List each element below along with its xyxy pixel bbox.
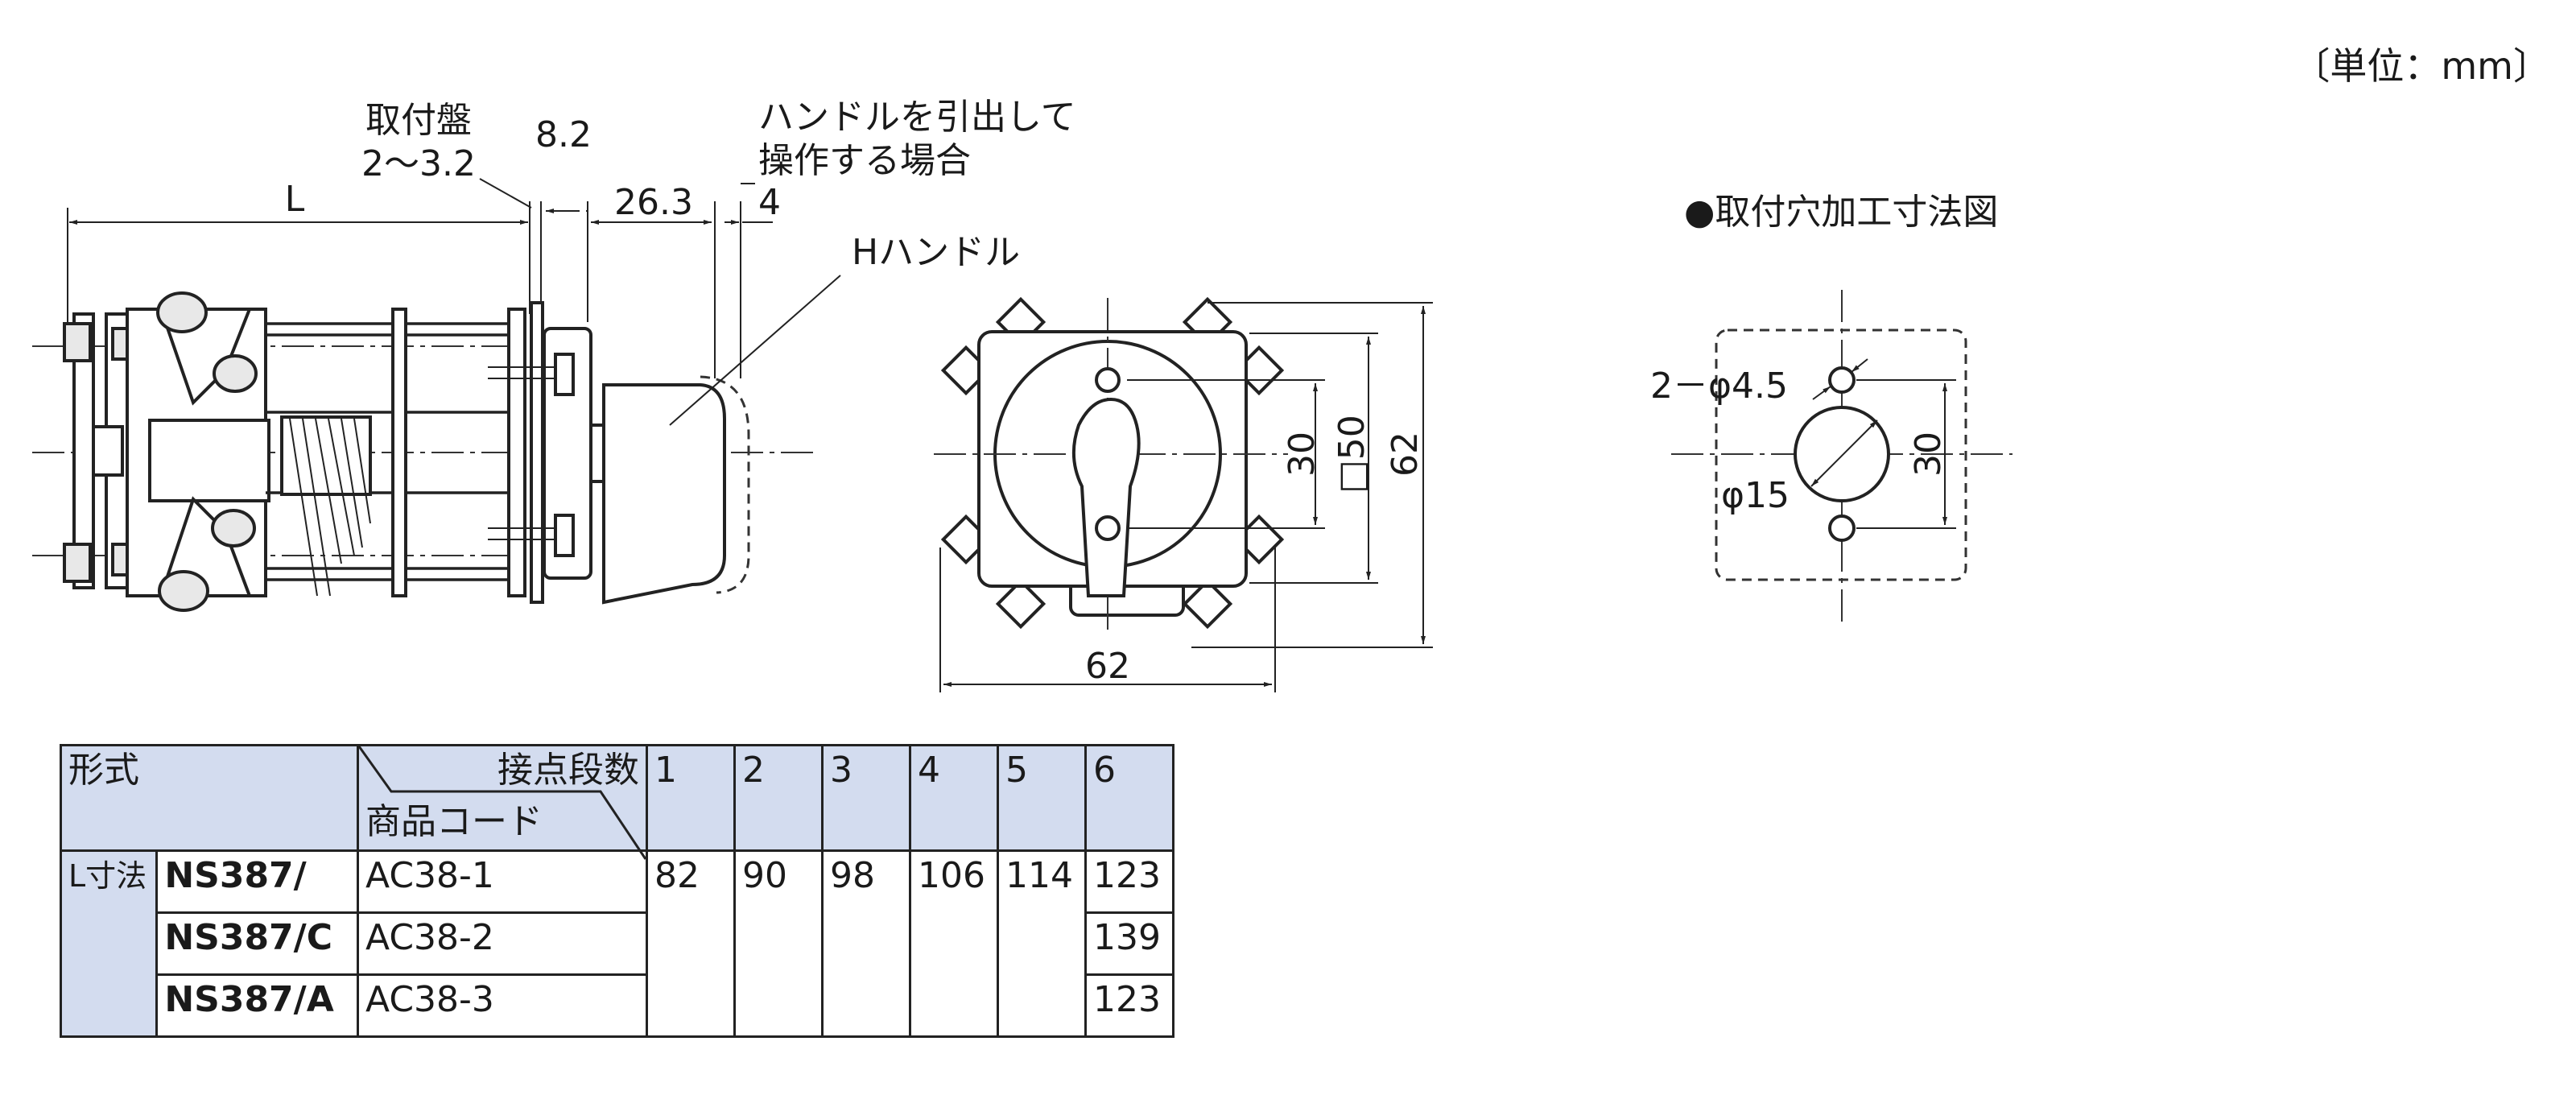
unit-label: 〔単位：mm〕	[2293, 44, 2550, 88]
header-diagonal	[357, 746, 647, 860]
dim-4: 4	[758, 182, 781, 223]
dim-30-front: 30	[1282, 432, 1323, 477]
hole-large-label: φ15	[1721, 475, 1790, 516]
dim-sq50: □50	[1331, 415, 1373, 494]
pull-note-1: ハンドルを引出して	[758, 97, 1076, 138]
front-view: 30 □50 62 62	[934, 296, 1433, 692]
dim-62-vertical: 62	[1385, 432, 1426, 477]
L-stage-6-row3: 123	[1084, 973, 1174, 1038]
L-stage-4: 106	[909, 849, 999, 1038]
handle-label: Hハンドル	[852, 232, 1020, 273]
dim-8-2: 8.2	[535, 114, 592, 155]
L-stage-2: 90	[733, 849, 824, 1038]
row-group-label: L寸法	[59, 849, 159, 1038]
panel-label-2: 2～3.2	[361, 143, 476, 184]
dim-62-horizontal: 62	[1085, 646, 1130, 687]
header-contacts-text: 接点段数	[497, 750, 639, 791]
code-3: AC38-3	[357, 973, 648, 1038]
header-contacts: 接点段数	[357, 744, 648, 860]
hole-diagram: ●取付穴加工寸法図 30 2－φ4.5 φ15	[1650, 192, 2013, 623]
L-stage-6-row1: 123	[1084, 849, 1174, 914]
hole-diagram-title: ●取付穴加工寸法図	[1684, 192, 1998, 233]
hole-dim-30: 30	[1908, 432, 1949, 477]
L-stage-3: 98	[821, 849, 911, 1038]
L-stage-5: 114	[997, 849, 1087, 1038]
dim-26-3: 26.3	[614, 182, 693, 223]
spec-table: 形式 接点段数 1 2 3 4 5 6 商品コード L寸法 NS387/ AC3…	[59, 744, 1174, 1038]
pull-note-2: 操作する場合	[758, 140, 971, 181]
stage-1: 1	[646, 744, 736, 852]
code-1: AC38-1	[357, 849, 648, 914]
stage-3: 3	[821, 744, 911, 852]
hole-small-label: 2－φ4.5	[1650, 366, 1788, 407]
side-view: 取付盤 2～3.2 8.2 ハンドルを引出して 操作する場合 L 26.3 4 …	[32, 97, 1076, 612]
panel-label-1: 取付盤	[365, 100, 472, 141]
L-stage-6-row2: 139	[1084, 911, 1174, 976]
stage-2: 2	[733, 744, 824, 852]
header-code: 商品コード	[357, 798, 648, 852]
model-3: NS387/A	[155, 973, 359, 1038]
stage-5: 5	[997, 744, 1087, 852]
stage-6: 6	[1084, 744, 1174, 852]
stage-4: 4	[909, 744, 999, 852]
L-stage-1: 82	[646, 849, 736, 1038]
dim-L: L	[285, 179, 305, 220]
model-2: NS387/C	[155, 911, 359, 976]
model-1: NS387/	[155, 849, 359, 914]
code-2: AC38-2	[357, 911, 648, 976]
header-model: 形式	[60, 744, 359, 852]
